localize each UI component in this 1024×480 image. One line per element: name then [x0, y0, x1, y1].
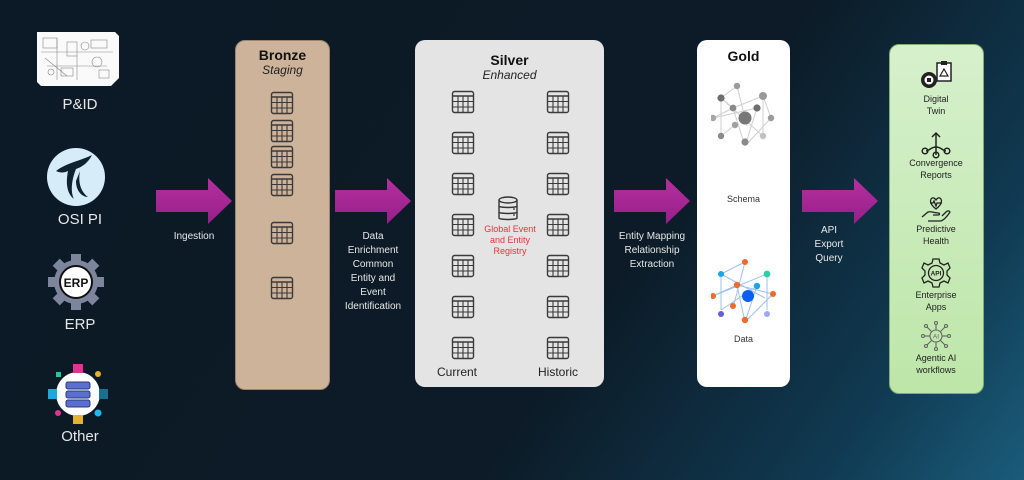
source-label: Other — [61, 428, 99, 445]
erp-gear-icon: ERP — [46, 252, 106, 312]
bronze-subtitle: Staging — [262, 63, 303, 77]
table-icon-current — [451, 254, 475, 278]
table-icon-current — [451, 336, 475, 360]
bronze-panel: Bronze Staging — [235, 40, 330, 390]
schema-label: Schema — [726, 194, 761, 204]
table-icon-historic — [546, 295, 570, 319]
table-icon-historic — [546, 254, 570, 278]
right-arrow-icon — [614, 178, 690, 224]
silver-panel: Silver Enhanced Global Event and Entity … — [415, 40, 604, 387]
right-arrow-icon — [335, 178, 411, 224]
source-osi-pi: OSI PI — [30, 145, 130, 235]
silver-subtitle: Enhanced — [482, 68, 537, 82]
output-convergence-reports: Convergence Reports — [891, 131, 981, 181]
data-graph-icon — [710, 258, 777, 324]
data-label: Data — [733, 334, 753, 344]
source-label: OSI PI — [57, 211, 103, 228]
source-label: ERP — [64, 316, 96, 333]
svg-text:API: API — [931, 271, 942, 278]
table-icon-historic — [546, 336, 570, 360]
source-label: P&ID — [62, 96, 98, 113]
table-icon-current — [451, 131, 475, 155]
registry-label: Global Event and Entity Registry — [484, 224, 536, 256]
table-icon — [270, 173, 294, 197]
output-predictive-health: Predictive Health — [891, 195, 981, 247]
source-other: Other — [30, 362, 130, 452]
table-icon-current — [451, 295, 475, 319]
arrow-enrichment — [335, 178, 411, 224]
right-arrow-icon — [156, 178, 232, 224]
pid-drawing-icon — [37, 32, 119, 86]
historic-label: Historic — [537, 365, 578, 379]
silver-title: Silver — [490, 52, 529, 68]
schema-graph-icon — [709, 80, 777, 147]
api-gear-icon: API — [920, 257, 952, 289]
table-icon-historic — [546, 172, 570, 196]
arrow-entity-mapping — [614, 178, 690, 224]
gold-title: Gold — [727, 48, 760, 64]
digital-twin-icon — [919, 61, 953, 91]
table-icon-historic — [546, 131, 570, 155]
table-icon-current — [451, 90, 475, 114]
source-erp: ERP ERP — [30, 250, 130, 340]
data-sources-hub-icon — [46, 362, 110, 426]
bronze-title: Bronze — [258, 47, 307, 63]
table-icon — [270, 145, 294, 169]
table-icon-historic — [546, 90, 570, 114]
arrow-label-entity-mapping: Entity Mapping Relationship Extraction — [618, 231, 686, 270]
table-icon-current — [451, 172, 475, 196]
output-digital-twin: Digital Twin — [891, 61, 981, 117]
ai-network-icon: AI — [920, 320, 952, 352]
arrow-ingestion — [156, 178, 232, 224]
gold-panel: Gold Schema — [697, 40, 790, 387]
table-icon — [270, 221, 294, 245]
svg-text:AI: AI — [933, 334, 939, 341]
right-arrow-icon — [802, 178, 878, 224]
arrow-label-enrichment: Data Enrichment Common Entity and Event … — [344, 231, 402, 312]
output-agentic-ai: AI Agentic AI workflows — [891, 320, 981, 376]
osi-pi-logo-icon — [46, 147, 106, 207]
convergence-icon — [921, 131, 951, 159]
arrow-label-api: API Export Query — [814, 225, 844, 264]
current-label: Current — [436, 365, 477, 379]
output-enterprise-apps: API Enterprise Apps — [891, 257, 981, 313]
table-icon — [270, 276, 294, 300]
outputs-panel: Digital Twin Convergence Reports — [889, 44, 984, 394]
arrow-label-ingestion: Ingestion — [173, 231, 215, 242]
health-hand-icon — [920, 195, 952, 223]
arrow-api — [802, 178, 878, 224]
source-pid: P&ID — [30, 30, 130, 120]
svg-text:ERP: ERP — [64, 276, 89, 290]
registry-database-icon — [497, 196, 519, 222]
table-icon — [270, 119, 294, 143]
table-icon — [270, 91, 294, 115]
